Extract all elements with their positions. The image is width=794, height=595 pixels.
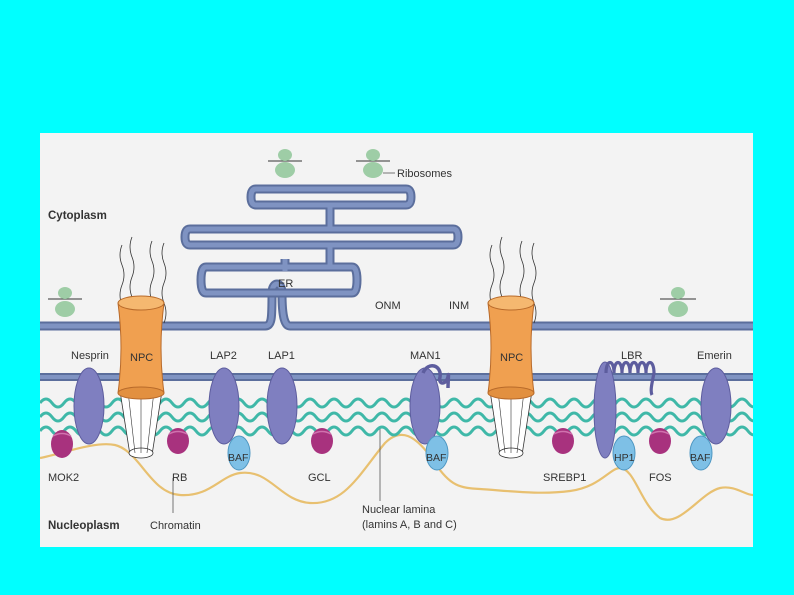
fos-label: FOS [649,472,672,484]
gcl-factor [311,428,333,454]
ribosome-icon [268,149,302,178]
nesprin-protein [73,367,105,445]
nesprin-label: Nesprin [71,350,109,362]
srebp1-factor [552,428,574,454]
mok2-factor [51,430,73,458]
chromatin-label: Chromatin [150,520,201,532]
onm-label: ONM [375,300,401,312]
ribosome-icon [660,287,696,317]
npc-left-label: NPC [130,352,153,364]
endoplasmic-reticulum [40,184,753,331]
mok2-label: MOK2 [48,472,79,484]
lap1-protein [266,367,298,445]
nucleoplasm-label: Nucleoplasm [48,520,120,532]
inm-label: INM [449,300,469,312]
fos-factor [649,428,671,454]
man1-label: MAN1 [410,350,441,362]
baf-label: BAF [426,452,446,464]
lbr-coil [604,360,656,396]
gcl-label: GCL [308,472,331,484]
emerin-label: Emerin [697,350,732,362]
lbr-protein [593,361,617,459]
nuclear-envelope-diagram: Cytoplasm Nucleoplasm Ribosomes ER ONM I… [40,149,753,532]
nuclear-lamina-label: Nuclear lamina [362,504,436,516]
nuclear-lamina-sublabel: (lamins A, B and C) [362,519,457,531]
er-label: ER [278,278,293,290]
cytoplasm-label: Cytoplasm [48,210,107,222]
hp1-label: HP1 [614,452,635,464]
rb-factor [167,428,189,454]
lbr-label: LBR [621,350,642,362]
baf-protein [689,435,713,471]
baf-protein [425,435,449,471]
baf-protein [227,435,251,471]
diagram-panel: Cytoplasm Nucleoplasm Ribosomes ER ONM I… [40,133,753,547]
lap2-label: LAP2 [210,350,237,362]
srebp1-label: SREBP1 [543,472,586,484]
baf-label: BAF [228,452,248,464]
ribosome-icon [48,287,82,317]
baf-label: BAF [690,452,710,464]
lap1-label: LAP1 [268,350,295,362]
man1-protein [409,367,441,445]
npc-right [487,236,537,459]
rb-label: RB [172,472,187,484]
npc-left [117,236,167,459]
chromatin-fiber [40,433,753,521]
emerin-protein [700,367,732,445]
man1-tail [421,364,451,389]
ribosome-icon [356,149,390,178]
hp1-protein [612,435,636,471]
inner-nuclear-membrane [40,373,753,381]
ribosomes-label: Ribosomes [397,168,453,180]
npc-right-label: NPC [500,352,523,364]
lap2-protein [208,367,240,445]
